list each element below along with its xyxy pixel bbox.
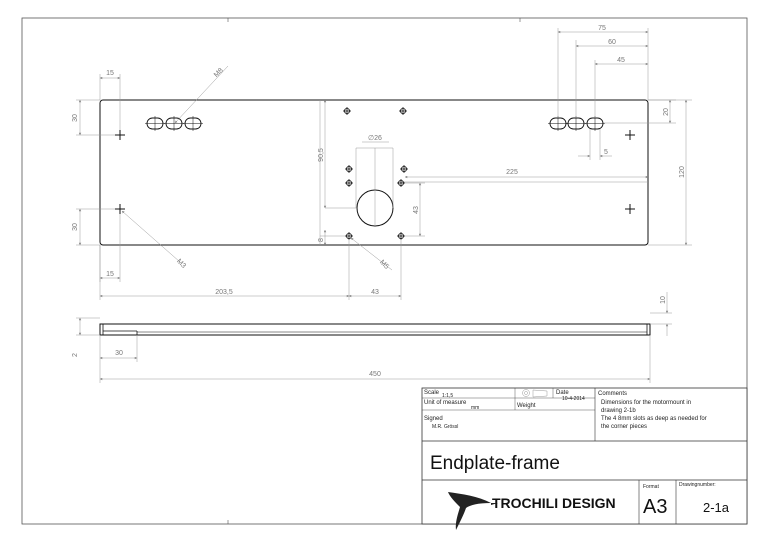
mounting-holes xyxy=(343,107,408,240)
label-m8: M8 xyxy=(213,67,225,79)
dim-203-5: 203,5 xyxy=(215,289,233,296)
label-m3: M3 xyxy=(175,258,187,270)
comments-line-3: The 4 8mm slots as deep as needed for xyxy=(601,416,707,422)
drawing-title: Endplate-frame xyxy=(430,453,560,474)
dim-2: 2 xyxy=(72,353,79,357)
dim-60: 60 xyxy=(608,39,616,46)
unit-label: Unit of measure xyxy=(424,400,467,406)
projection-symbol-icon xyxy=(522,389,548,398)
sheet-border xyxy=(21,17,748,525)
dimension-lines xyxy=(76,28,692,300)
label-m5: M5 xyxy=(378,259,390,271)
signed-value: M.R. Grössl xyxy=(432,424,458,430)
right-slots xyxy=(548,116,605,131)
dim-450: 450 xyxy=(369,371,381,378)
plate-top-view xyxy=(99,99,649,246)
drawingnumber-value: 2-1a xyxy=(703,500,730,515)
brand-name: TROCHILI DESIGN xyxy=(492,495,616,511)
dim-225: 225 xyxy=(506,169,518,176)
comments-line-4: the corner pieces xyxy=(601,424,647,430)
dimension-labels: 75 60 45 20 5 120 225 43 8 90,5 ∅26 15 3… xyxy=(72,25,686,378)
dim-45: 45 xyxy=(617,57,625,64)
date-value: 10-4-2014 xyxy=(562,396,585,402)
dim-90-5: 90,5 xyxy=(318,148,325,162)
dim-5: 5 xyxy=(604,149,608,156)
dim-10: 10 xyxy=(660,296,667,304)
comments-line-1: Dimensions for the motormount in xyxy=(601,400,691,406)
hummingbird-logo-icon xyxy=(448,492,498,530)
dim-diameter-26: ∅26 xyxy=(368,135,382,142)
drawingnumber-label: Drawingnumber: xyxy=(679,482,716,488)
scale-label: Scale xyxy=(424,390,440,396)
corner-marks xyxy=(115,130,635,214)
dim-30-bottom: 30 xyxy=(72,223,79,231)
title-block: Scale 1:1,5 Unit of measure mm Date 10-4… xyxy=(421,387,748,530)
dim-30-top: 30 xyxy=(72,114,79,122)
left-slots xyxy=(145,116,203,131)
unit-value: mm xyxy=(471,405,479,411)
signed-label: Signed xyxy=(424,416,443,422)
weight-label: Weight xyxy=(517,403,536,409)
dim-120: 120 xyxy=(679,166,686,178)
plate-side-view xyxy=(99,323,651,336)
date-label: Date xyxy=(556,390,569,396)
format-value: A3 xyxy=(643,496,667,518)
dim-43-horizontal: 43 xyxy=(371,289,379,296)
format-label: Format xyxy=(643,484,659,490)
comments-label: Comments xyxy=(598,391,627,397)
dim-43-vertical: 43 xyxy=(413,206,420,214)
dim-15-bottom: 15 xyxy=(106,271,114,278)
comments-line-2: drawing 2-1b xyxy=(601,408,636,414)
dim-20: 20 xyxy=(663,108,670,116)
dim-8: 8 xyxy=(318,238,325,242)
scale-value: 1:1,5 xyxy=(442,393,453,399)
dim-75: 75 xyxy=(598,25,606,32)
dim-15-top: 15 xyxy=(106,70,114,77)
dim-30-side: 30 xyxy=(115,350,123,357)
